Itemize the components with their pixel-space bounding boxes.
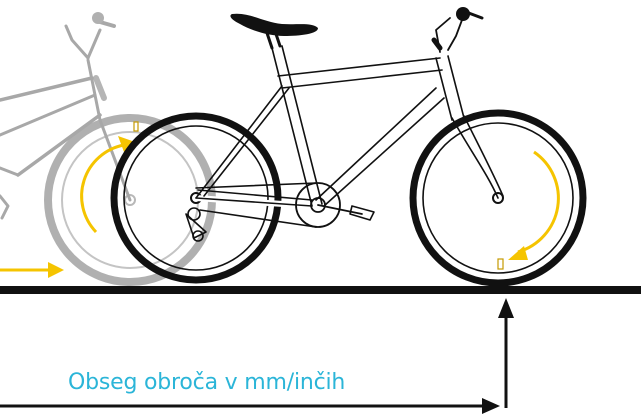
rotation-arrow-icon bbox=[80, 136, 135, 234]
rotation-arrow-icon bbox=[508, 150, 560, 260]
saddle-icon bbox=[230, 13, 318, 37]
handlebar-grip-icon bbox=[456, 7, 470, 21]
circumference-caption: Obseg obroča v mm/inčih bbox=[68, 370, 346, 395]
bicycle-icon bbox=[110, 10, 587, 287]
ground-line bbox=[0, 286, 641, 294]
ghost-bicycle-icon bbox=[0, 12, 216, 286]
measurement-arrow-icon bbox=[0, 298, 514, 414]
motion-arrow-icon bbox=[0, 262, 64, 278]
valve-marker-icon bbox=[133, 121, 139, 132]
valve-marker-icon bbox=[497, 258, 504, 270]
